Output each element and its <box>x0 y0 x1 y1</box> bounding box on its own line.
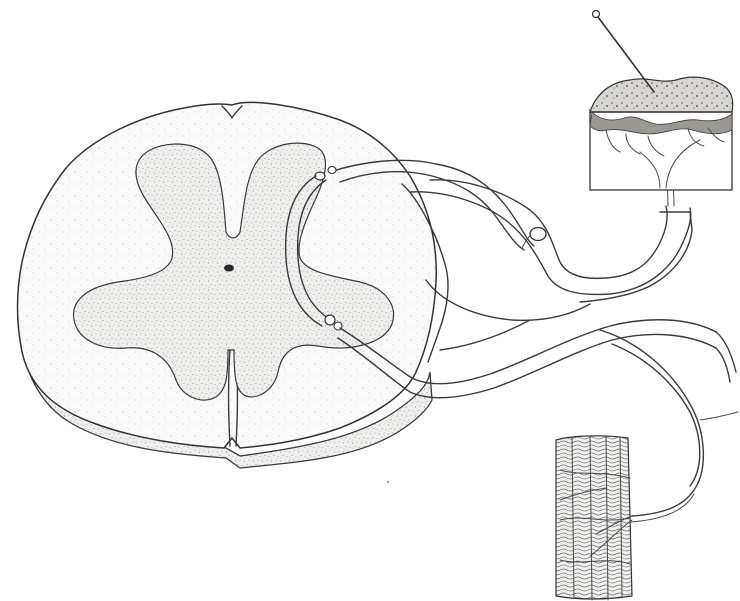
spinal-cord-cross-section-icon <box>18 102 437 468</box>
skin-receptor-block-icon <box>590 77 733 190</box>
stimulus-pin-icon <box>593 11 655 93</box>
stray-dot <box>387 481 389 483</box>
muscle-fiber-bundle-icon <box>556 436 632 600</box>
nerve-trunk-outline <box>426 212 692 350</box>
dorsal-root-ganglion-icon <box>522 228 546 249</box>
central-canal <box>224 265 234 272</box>
